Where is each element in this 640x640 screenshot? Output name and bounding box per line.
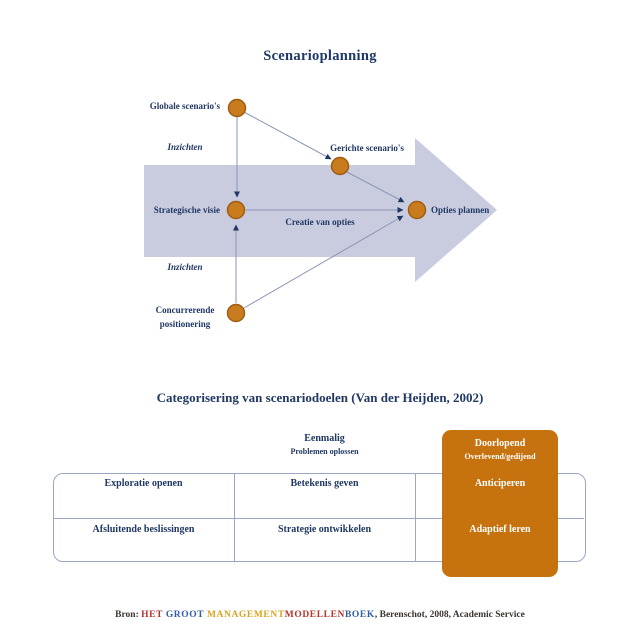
header-doorlopend-sublabel: Overlevend/gedijend	[464, 452, 536, 461]
header-eenmalig-sublabel: Problemen oplossen	[290, 447, 359, 456]
label-concurrerende-line2: positionering	[159, 319, 211, 329]
label-inzichten-top: Inzichten	[167, 142, 203, 152]
connector-lines	[233, 111, 405, 309]
label-gerichte-scenarios: Gerichte scenario's	[330, 143, 404, 153]
label-concurrerende-line1: Concurrerende	[155, 305, 215, 315]
table-title: Categorisering van scenariodoelen (Van d…	[156, 390, 484, 405]
header-doorlopend-label: Doorlopend	[474, 438, 526, 449]
node-concurrerende-positionering	[226, 303, 246, 323]
source-segment-boek: BOEK	[345, 610, 375, 620]
source-prefix: Bron:	[115, 610, 142, 620]
label-inzichten-bottom: Inzichten	[167, 262, 203, 272]
table-cell-strategie-ontwikkelen: Strategie ontwikkelen	[277, 524, 372, 535]
source-suffix: , Berenschot, 2008, Academic Service	[374, 610, 525, 620]
header-eenmalig-label: Eenmalig	[304, 433, 345, 444]
table-cell-betekenis-geven: Betekenis geven	[290, 478, 359, 489]
line-concurrerende-to-opties	[243, 215, 404, 309]
label-globale-scenarios: Globale scenario's	[149, 101, 220, 111]
table-frame	[53, 473, 586, 562]
source-line: Bron: HET GROOT MANAGEMENTMODELLENBOEK, …	[0, 610, 640, 620]
label-creatie-van-opties: Creatie van opties	[285, 217, 355, 227]
line-gerichte-to-opties	[346, 171, 405, 203]
diagram-nodes	[226, 98, 427, 323]
label-opties-plannen: Opties plannen	[431, 205, 490, 215]
column-header-eenmalig: Eenmalig Problemen oplossen	[234, 433, 415, 456]
source-segment-management: MANAGEMENT	[206, 610, 285, 620]
table-cell-afsluitende-beslissingen: Afsluitende beslissingen	[92, 524, 195, 535]
table-column-divider-1	[234, 473, 235, 561]
label-concurrerende-positionering: Concurrerende positionering	[125, 303, 245, 331]
source-segment-het: HET	[141, 610, 166, 620]
label-strategische-visie: Strategische visie	[153, 205, 220, 215]
page-title: Scenarioplanning	[263, 48, 377, 64]
table-cell-adaptief-leren: Adaptief leren	[469, 524, 531, 535]
node-globale-scenarios	[227, 98, 247, 118]
table-column-divider-2	[415, 473, 416, 561]
doorlopend-highlight-column: Doorlopend Overlevend/gedijend	[442, 430, 558, 577]
source-segment-modellen: MODELLEN	[284, 610, 345, 620]
node-opties-plannen	[407, 200, 427, 220]
table-cell-exploratie-openen: Exploratie openen	[104, 478, 183, 489]
line-globale-to-gerichte	[243, 111, 332, 160]
table-cell-anticiperen: Anticiperen	[474, 478, 526, 489]
source-segment-groot: GROOT	[165, 610, 207, 620]
node-gerichte-scenarios	[330, 156, 350, 176]
table-row-divider	[53, 518, 584, 519]
node-strategische-visie	[226, 200, 246, 220]
